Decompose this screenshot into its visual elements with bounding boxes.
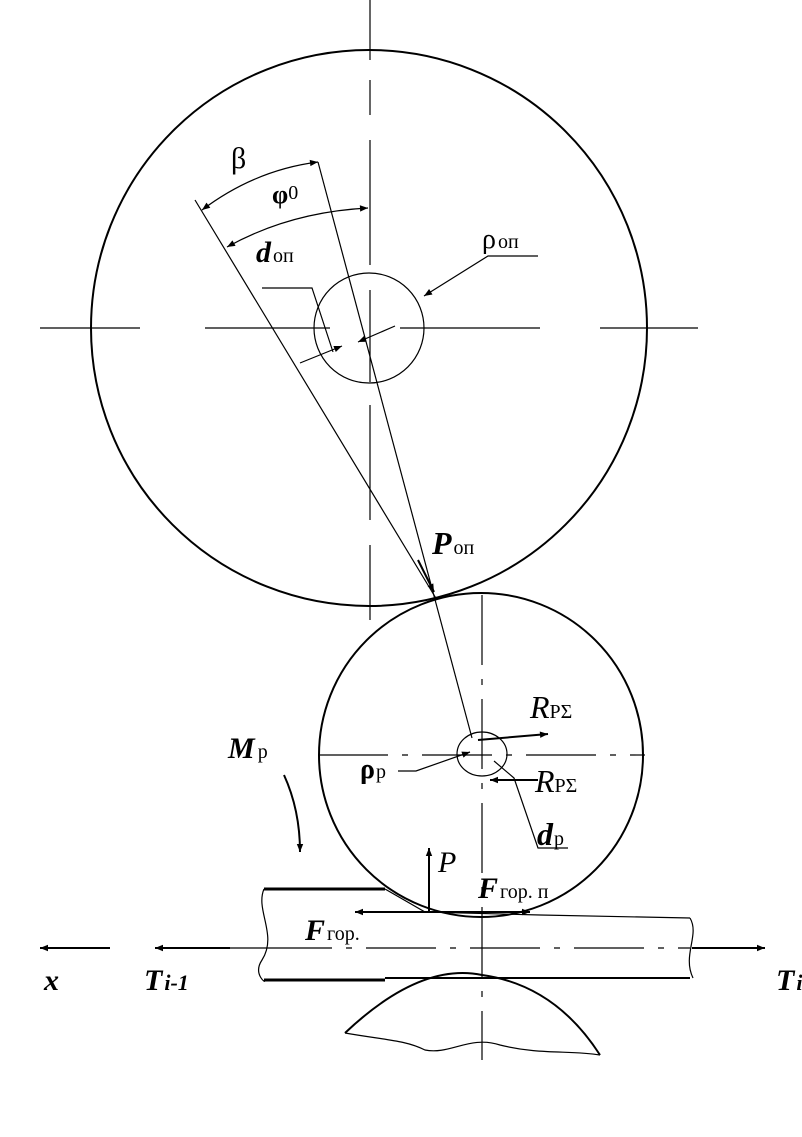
d-on-leader <box>262 288 333 352</box>
r-top-arrow <box>478 734 548 740</box>
label-d-p: dр <box>537 816 564 852</box>
label-beta: β <box>231 142 246 175</box>
lower-roll <box>318 593 645 1060</box>
ray-beta <box>195 200 437 600</box>
upper-roll <box>40 0 698 620</box>
m-p-arrow <box>284 775 300 852</box>
support-roll-break <box>345 1033 600 1055</box>
label-p-force: P <box>437 846 456 879</box>
label-t-next: Ti <box>776 964 802 997</box>
arc-phi0 <box>227 208 368 247</box>
strip-left-break <box>259 889 268 981</box>
label-r-top: RPΣ <box>529 689 572 725</box>
upper-roll-circle <box>91 50 647 606</box>
label-x: x <box>43 964 59 997</box>
strip <box>170 889 693 981</box>
arc-beta <box>202 162 318 210</box>
d-on-arrow-left <box>300 346 342 363</box>
label-rho-p: ρр <box>360 754 386 785</box>
label-r-bottom: RPΣ <box>534 763 577 799</box>
label-t-prev: Ti-1 <box>144 964 189 997</box>
label-phi: φ0 <box>272 180 298 209</box>
ray-phi <box>318 162 472 738</box>
rho-on-leader <box>424 256 538 296</box>
